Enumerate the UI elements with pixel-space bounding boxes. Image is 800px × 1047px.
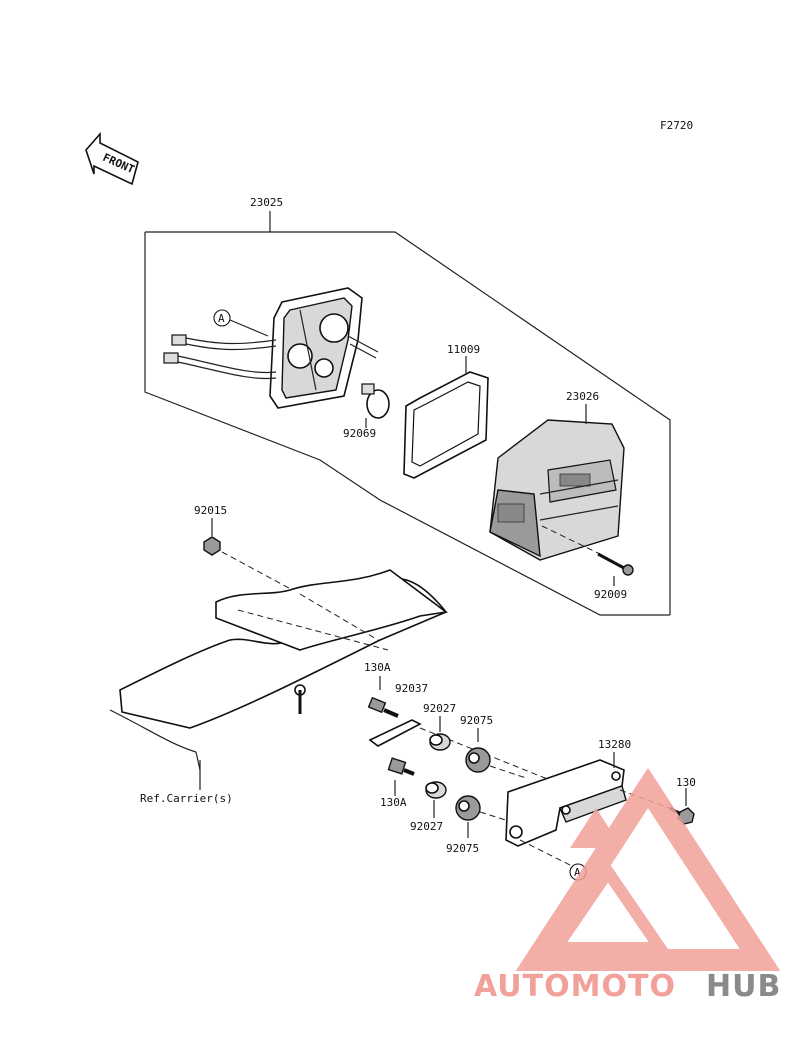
figure-code: F2720 — [660, 119, 693, 132]
grommet-upper — [465, 747, 527, 779]
bulb — [361, 383, 390, 428]
label-nut: 92015 — [194, 504, 227, 517]
wire-harness — [163, 334, 277, 380]
watermark-brand-part1: AUTOMOTO — [474, 969, 676, 1004]
label-tail-lamp-assy: 23025 — [250, 196, 283, 209]
gasket — [403, 356, 489, 479]
assembly-frame — [144, 211, 671, 616]
watermark-logo — [515, 767, 781, 971]
grommet-lower — [455, 795, 513, 823]
label-bolt-b: 130A — [380, 796, 407, 809]
label-lens-screw: 92009 — [594, 588, 627, 601]
svg-text:A: A — [574, 866, 581, 879]
label-collar-upper: 92027 — [423, 702, 456, 715]
label-bracket-bolt: 130 — [676, 776, 696, 789]
lens-screw — [541, 525, 634, 586]
lamp-housing — [269, 287, 379, 409]
watermark-brand-part2: HUB — [706, 969, 781, 1004]
label-collar-lower: 92027 — [410, 820, 443, 833]
label-ref-carrier: Ref.Carrier(s) — [140, 792, 233, 805]
bracket — [505, 752, 681, 867]
collar-lower — [425, 781, 447, 799]
label-grommet-lower: 92075 — [446, 842, 479, 855]
bolt-lower — [387, 757, 415, 776]
label-bulb: 92069 — [343, 427, 376, 440]
label-grommet-upper: 92075 — [460, 714, 493, 727]
nut — [203, 518, 301, 595]
carrier-reference — [109, 569, 449, 790]
collar-upper — [429, 733, 451, 751]
svg-text:A: A — [218, 312, 225, 325]
label-bracket: 13280 — [598, 738, 631, 751]
label-gasket: 11009 — [447, 343, 480, 356]
lamp-lens — [489, 404, 625, 561]
label-bolt-small: 92037 — [395, 682, 428, 695]
bolt-upper — [367, 696, 399, 718]
front-arrow-icon: FRONT — [85, 131, 139, 186]
watermark-text: AUTOMOTO HUB — [474, 969, 781, 1004]
callout-a-upper: A — [213, 309, 269, 337]
label-bolt-a: 130A — [364, 661, 391, 674]
label-lamp-lens: 23026 — [566, 390, 599, 403]
